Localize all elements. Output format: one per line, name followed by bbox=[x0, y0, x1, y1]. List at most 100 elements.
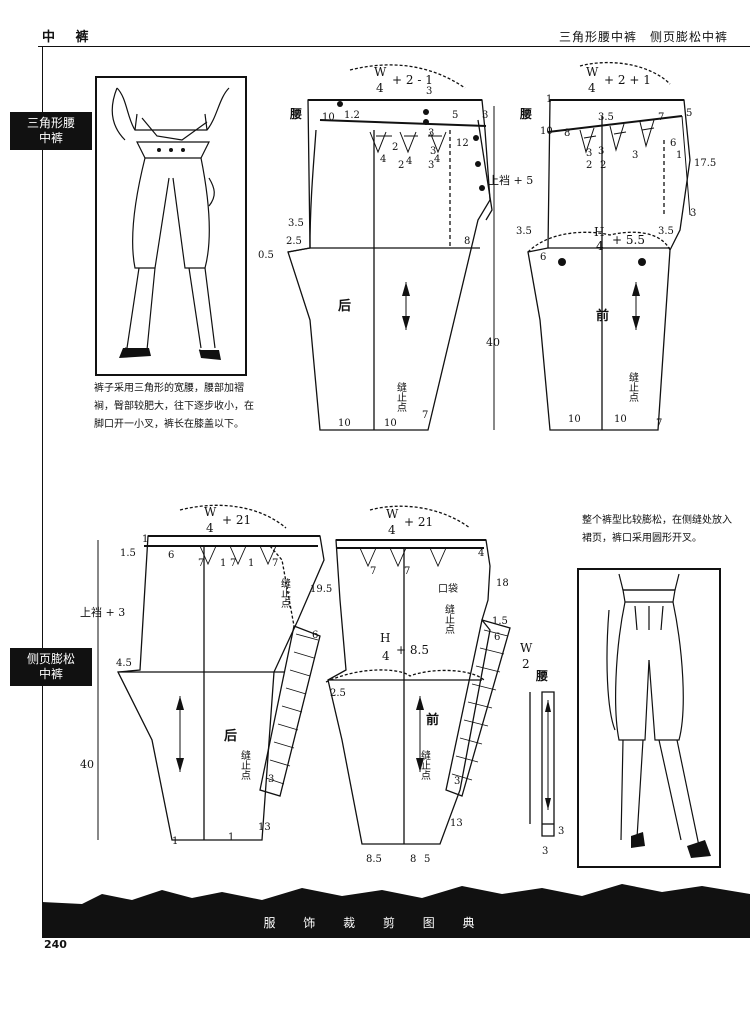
dimension-label: 12 bbox=[456, 138, 469, 149]
dimension-label: 2 bbox=[398, 160, 404, 171]
dimension-label: 7 bbox=[404, 566, 410, 577]
front-piece-outline bbox=[527, 99, 691, 431]
dimension-label: 1 bbox=[142, 534, 148, 545]
dimension-label: 7 bbox=[230, 558, 236, 569]
front-formula-den: 4 bbox=[588, 81, 596, 95]
dimension-label: 8 bbox=[464, 236, 470, 247]
stop-point-back: 缝止点 bbox=[395, 381, 407, 413]
stop-point-front: 缝止点 bbox=[627, 371, 639, 403]
section-tab-label: 侧页膨松中裤 bbox=[27, 652, 76, 681]
dimension-label: 8.5 bbox=[366, 854, 382, 865]
caption-section-1: 裤子采用三角形的宽腰，腰部加褶裥，臀部较肥大，往下逐步收小，在脚口开一小叉，裤长… bbox=[94, 383, 254, 430]
front-formula-tail: + 2 + 1 bbox=[604, 73, 651, 87]
stop-point-back-top: 缝止点 bbox=[279, 577, 291, 609]
pattern-draft-section-1: W 4 + 2 - 1 W 4 + 2 + 1 H 4 + 5.5 腰 腰 后 … bbox=[258, 61, 716, 431]
dimension-label: 1 bbox=[546, 94, 552, 105]
dimension-label: 3 bbox=[426, 86, 432, 97]
dimension-label: 18 bbox=[496, 578, 509, 589]
front-piece-outline bbox=[327, 539, 491, 845]
hip-num: H bbox=[380, 631, 390, 645]
back-formula-den: 4 bbox=[376, 81, 384, 95]
dimension-label: 7 bbox=[198, 558, 204, 569]
caption-section-2: 整个裤型比较膨松，在侧缝处放入裙页，裤口采用圆形开叉。 bbox=[582, 515, 732, 544]
dimension-label: 3.5 bbox=[598, 112, 614, 123]
back-formula-num: W bbox=[204, 505, 217, 519]
dimension-label: 1 bbox=[172, 836, 178, 847]
back-piece-outline bbox=[116, 535, 325, 841]
dimension-label: 3 bbox=[542, 846, 548, 857]
front-piece-label: 前 bbox=[596, 308, 609, 324]
section-tab-label: 三角形腰中裤 bbox=[27, 116, 76, 145]
dimension-label: 17.5 bbox=[694, 158, 716, 169]
dimension-label: 1.5 bbox=[120, 548, 136, 559]
back-piece-label: 后 bbox=[338, 298, 351, 314]
waist-label-front: 腰 bbox=[519, 106, 532, 121]
dimension-label: 6 bbox=[312, 630, 318, 641]
pattern-draft-section-2: W 4 + 21 W 4 + 21 H 4 + 8.5 W 2 腰 后 前 上裆… bbox=[80, 504, 564, 865]
dimension-label: 4 bbox=[380, 154, 386, 165]
back-piece-outline bbox=[287, 99, 491, 431]
dimension-label: 6 bbox=[670, 138, 676, 149]
dimension-label: 7 bbox=[656, 418, 662, 429]
dimension-label: 1 bbox=[228, 832, 234, 843]
dimension-label: 3 bbox=[428, 128, 434, 139]
dimension-label: 10 bbox=[540, 126, 553, 137]
waistband-dimension-labels: 33 bbox=[542, 826, 564, 857]
left-margin-rule bbox=[42, 46, 43, 926]
front-formula-num: W bbox=[586, 65, 599, 79]
stop-point-front-top: 缝止点 bbox=[443, 603, 455, 635]
dimension-label: 5 bbox=[452, 110, 458, 121]
dimension-label: 4.5 bbox=[116, 658, 132, 669]
dimension-label: 1 bbox=[220, 558, 226, 569]
dimension-label: 1 bbox=[248, 558, 254, 569]
dimension-label: 2 bbox=[586, 160, 592, 171]
dimension-label: 3.5 bbox=[288, 218, 304, 229]
dimension-label: 3 bbox=[268, 774, 274, 785]
dimension-label: 3 bbox=[558, 826, 564, 837]
header-rule bbox=[38, 46, 750, 47]
back-formula-num: W bbox=[374, 65, 387, 79]
section-tab-triangle-waist: 三角形腰中裤 bbox=[10, 112, 92, 150]
chapter-title: 中 裤 bbox=[42, 30, 97, 45]
front-formula-tail: + 21 bbox=[404, 515, 433, 529]
dimension-label: 2 bbox=[600, 160, 606, 171]
back-formula-tail: + 2 - 1 bbox=[392, 73, 433, 87]
rise-label: 上裆 + 5 bbox=[488, 174, 533, 187]
dimension-label: 3 bbox=[690, 208, 696, 219]
dimension-label: 1.5 bbox=[492, 616, 508, 627]
dimension-label: 6 bbox=[540, 252, 546, 263]
dimension-label: 6 bbox=[168, 550, 174, 561]
rise-label: 上裆 + 3 bbox=[80, 606, 125, 619]
dimension-label: 13 bbox=[450, 818, 463, 829]
dimension-label: 7 bbox=[658, 112, 664, 123]
dimension-label: 2 bbox=[392, 142, 398, 153]
dimension-label: 3.5 bbox=[658, 226, 674, 237]
dimension-label: 1.2 bbox=[344, 110, 360, 121]
stop-point-back-bottom: 缝止点 bbox=[239, 749, 251, 781]
dimension-label: 10 bbox=[614, 414, 627, 425]
dimension-label: 4 bbox=[406, 156, 412, 167]
length-label: 40 bbox=[486, 336, 500, 349]
book-title: 服 饰 裁 剪 图 典 bbox=[263, 916, 487, 930]
dimension-label: 13 bbox=[258, 822, 271, 833]
hip-tail: + 5.5 bbox=[612, 233, 645, 247]
fashion-illustration-1 bbox=[95, 76, 247, 376]
waistband-num: W bbox=[520, 641, 533, 655]
dimension-label: 10 bbox=[384, 418, 397, 429]
fashion-illustration-2 bbox=[577, 568, 721, 868]
hip-den: 4 bbox=[596, 239, 604, 253]
dimension-label: 8 bbox=[564, 128, 570, 139]
dimension-label: 3 bbox=[430, 146, 436, 157]
front-piece-label: 前 bbox=[426, 712, 439, 728]
length-label: 40 bbox=[80, 758, 94, 771]
dimension-label: 5 bbox=[424, 854, 430, 865]
back-formula-den: 4 bbox=[206, 521, 214, 535]
dimension-label: 6 bbox=[494, 632, 500, 643]
hip-den: 4 bbox=[382, 649, 390, 663]
dimension-label: 3 bbox=[428, 160, 434, 171]
dimension-label: 10 bbox=[338, 418, 351, 429]
